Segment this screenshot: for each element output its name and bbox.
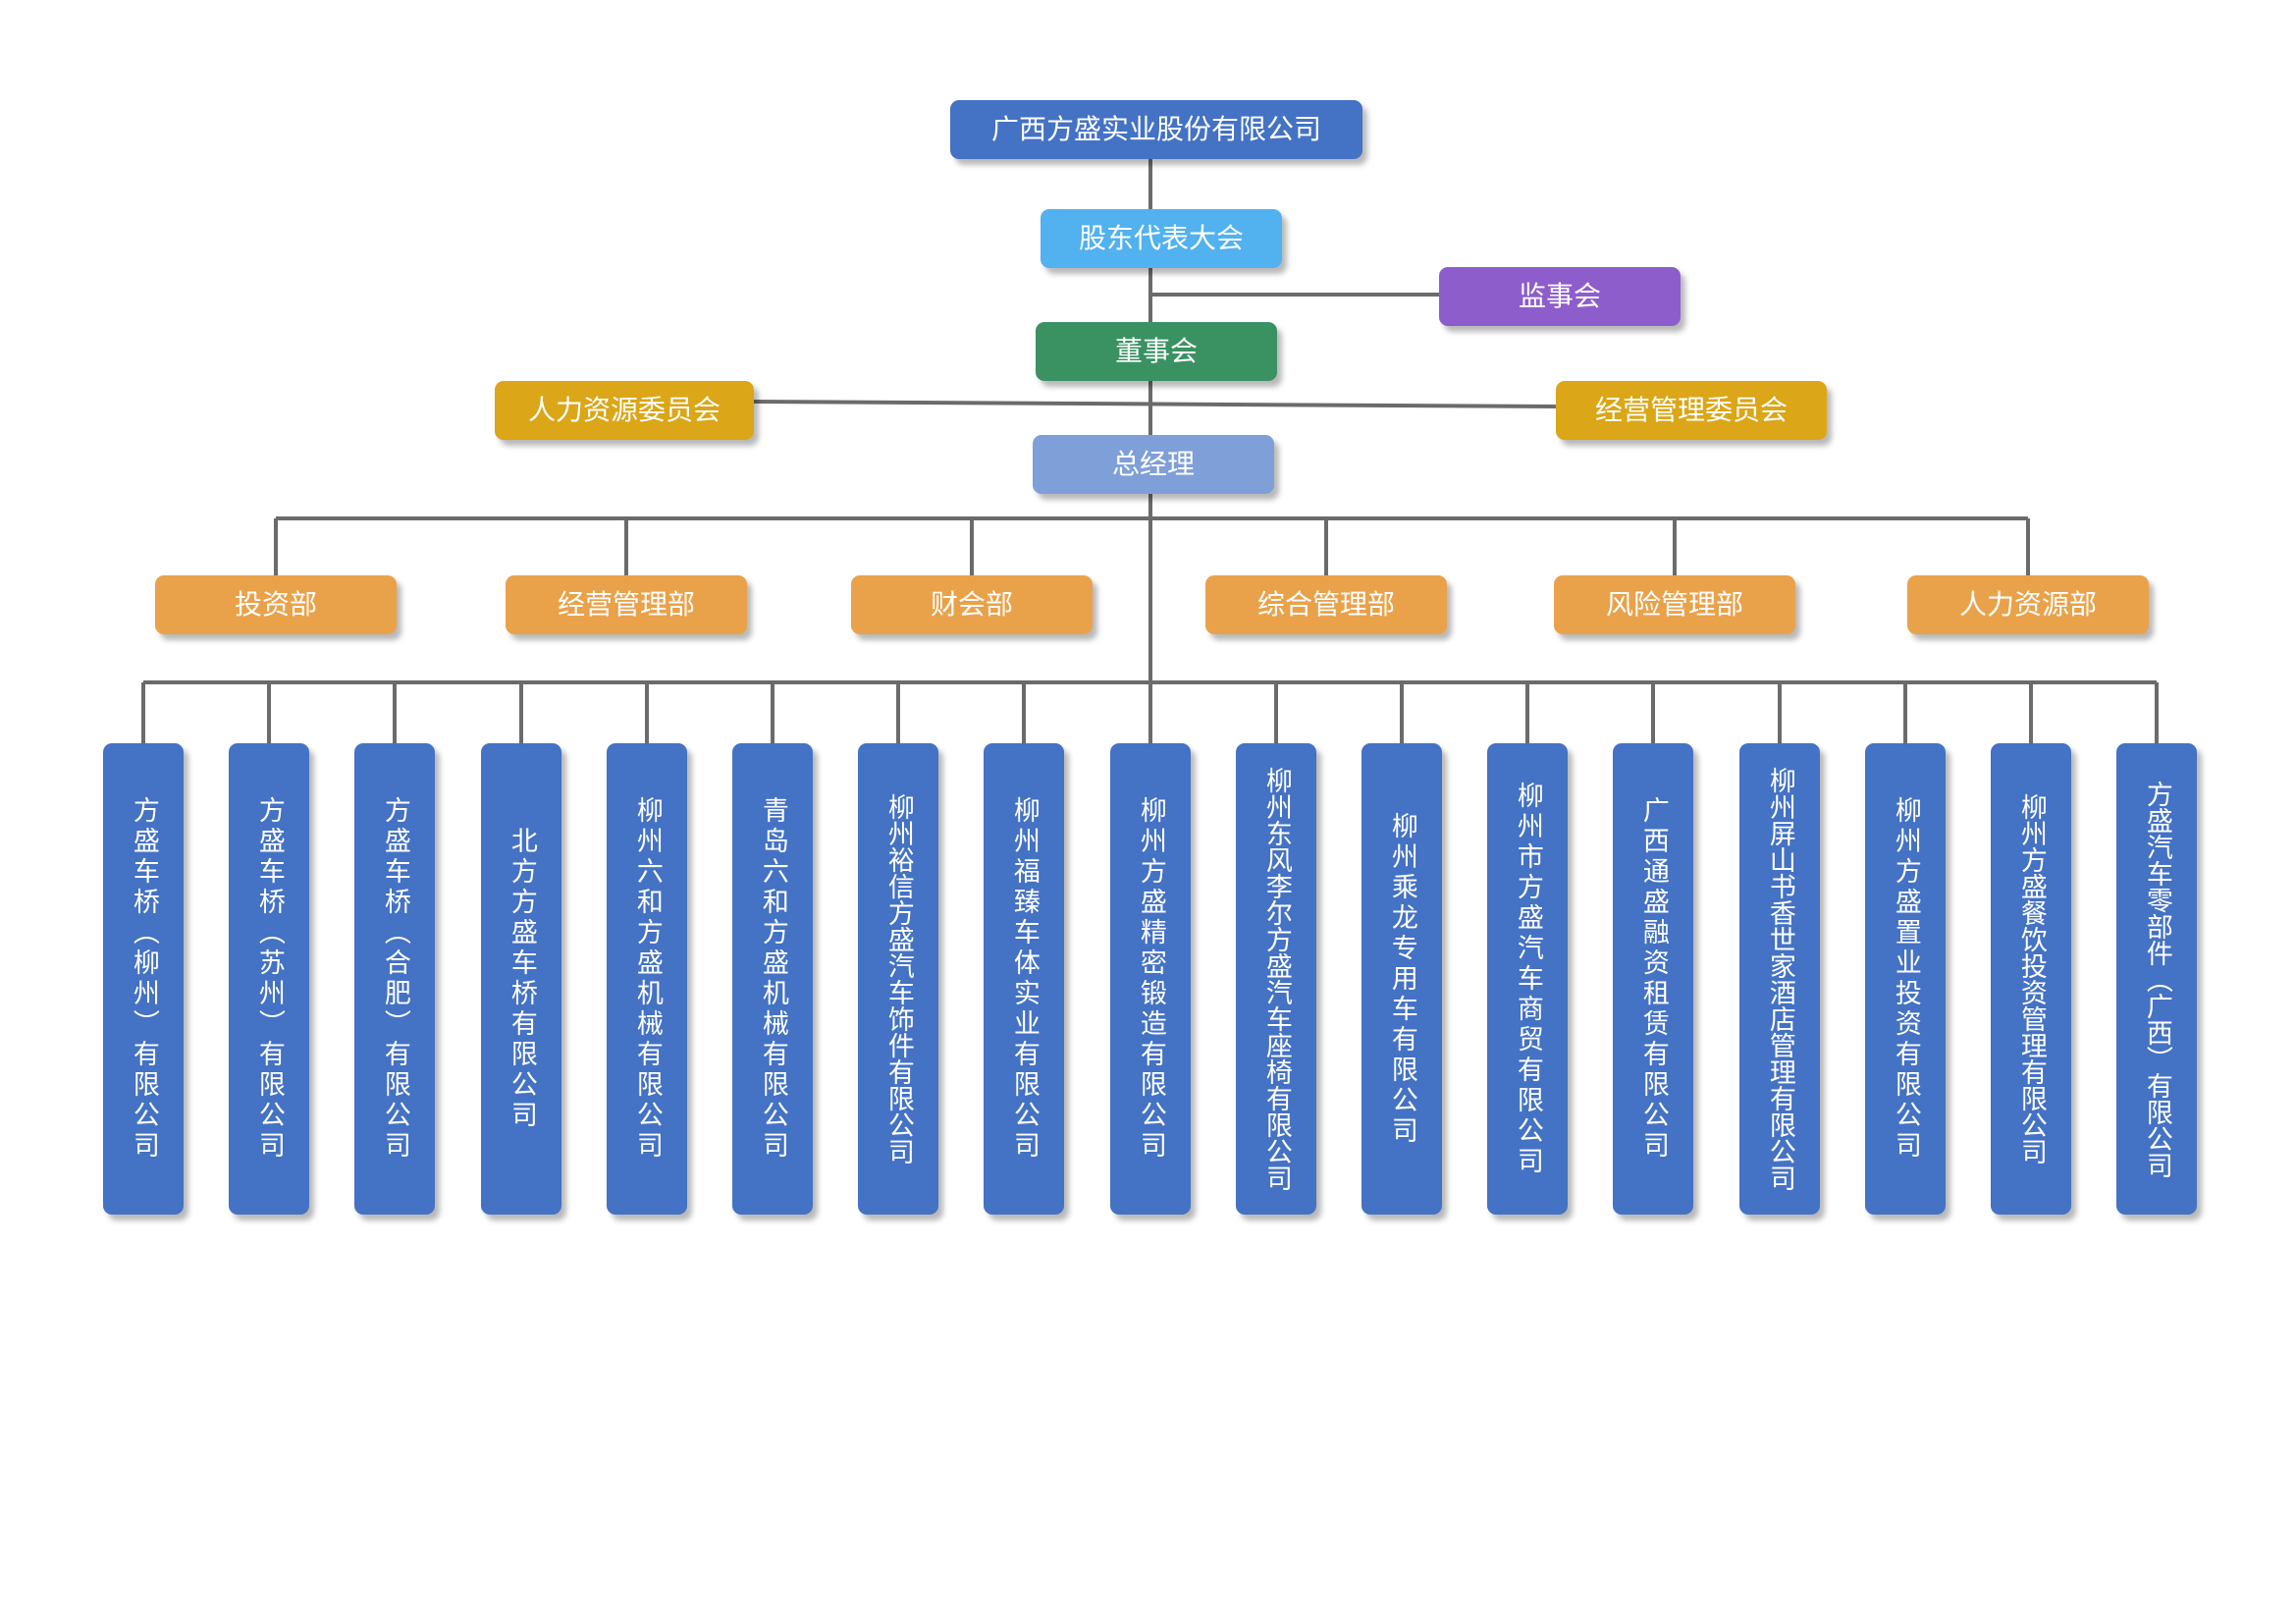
shareholders-meeting-box: 股东代表大会	[1041, 209, 1282, 268]
department-box: 投资部	[155, 575, 397, 634]
subsidiary-box: 柳州裕信方盛汽车饰件有限公司	[858, 743, 938, 1215]
subsidiary-box: 方盛汽车零部件（广西）有限公司	[2116, 743, 2197, 1215]
subsidiary-box: 青岛六和方盛机械有限公司	[732, 743, 813, 1215]
subsidiary-box: 柳州方盛精密锻造有限公司	[1110, 743, 1191, 1215]
operations-committee-box: 经营管理委员会	[1556, 381, 1827, 440]
subsidiary-box: 柳州屏山书香世家酒店管理有限公司	[1739, 743, 1820, 1215]
subsidiary-box: 柳州六和方盛机械有限公司	[607, 743, 687, 1215]
committee-branch-line	[753, 400, 1557, 408]
department-box: 经营管理部	[506, 575, 747, 634]
subsidiary-box: 柳州东风李尔方盛汽车座椅有限公司	[1236, 743, 1316, 1215]
department-box: 财会部	[851, 575, 1093, 634]
subsidiary-box: 北方方盛车桥有限公司	[481, 743, 561, 1215]
subsidiary-box: 广西通盛融资租赁有限公司	[1613, 743, 1693, 1215]
subsidiary-box: 柳州方盛置业投资有限公司	[1865, 743, 1946, 1215]
board-of-directors-box: 董事会	[1036, 322, 1277, 381]
subsidiary-box: 方盛车桥（柳州）有限公司	[103, 743, 184, 1215]
subsidiary-box: 柳州福臻车体实业有限公司	[984, 743, 1064, 1215]
subsidiary-box: 柳州市方盛汽车商贸有限公司	[1487, 743, 1568, 1215]
subsidiary-box: 方盛车桥（合肥）有限公司	[354, 743, 435, 1215]
subsidiary-box: 柳州乘龙专用车有限公司	[1362, 743, 1442, 1215]
subsidiary-box: 方盛车桥（苏州）有限公司	[229, 743, 309, 1215]
subsidiary-box: 柳州方盛餐饮投资管理有限公司	[1991, 743, 2071, 1215]
department-box: 综合管理部	[1205, 575, 1447, 634]
supervisory-board-box: 监事会	[1439, 267, 1681, 326]
hr-committee-box: 人力资源委员会	[495, 381, 754, 440]
department-box: 人力资源部	[1907, 575, 2149, 634]
general-manager-box: 总经理	[1033, 435, 1274, 494]
department-box: 风险管理部	[1554, 575, 1795, 634]
company-box: 广西方盛实业股份有限公司	[950, 100, 1362, 159]
